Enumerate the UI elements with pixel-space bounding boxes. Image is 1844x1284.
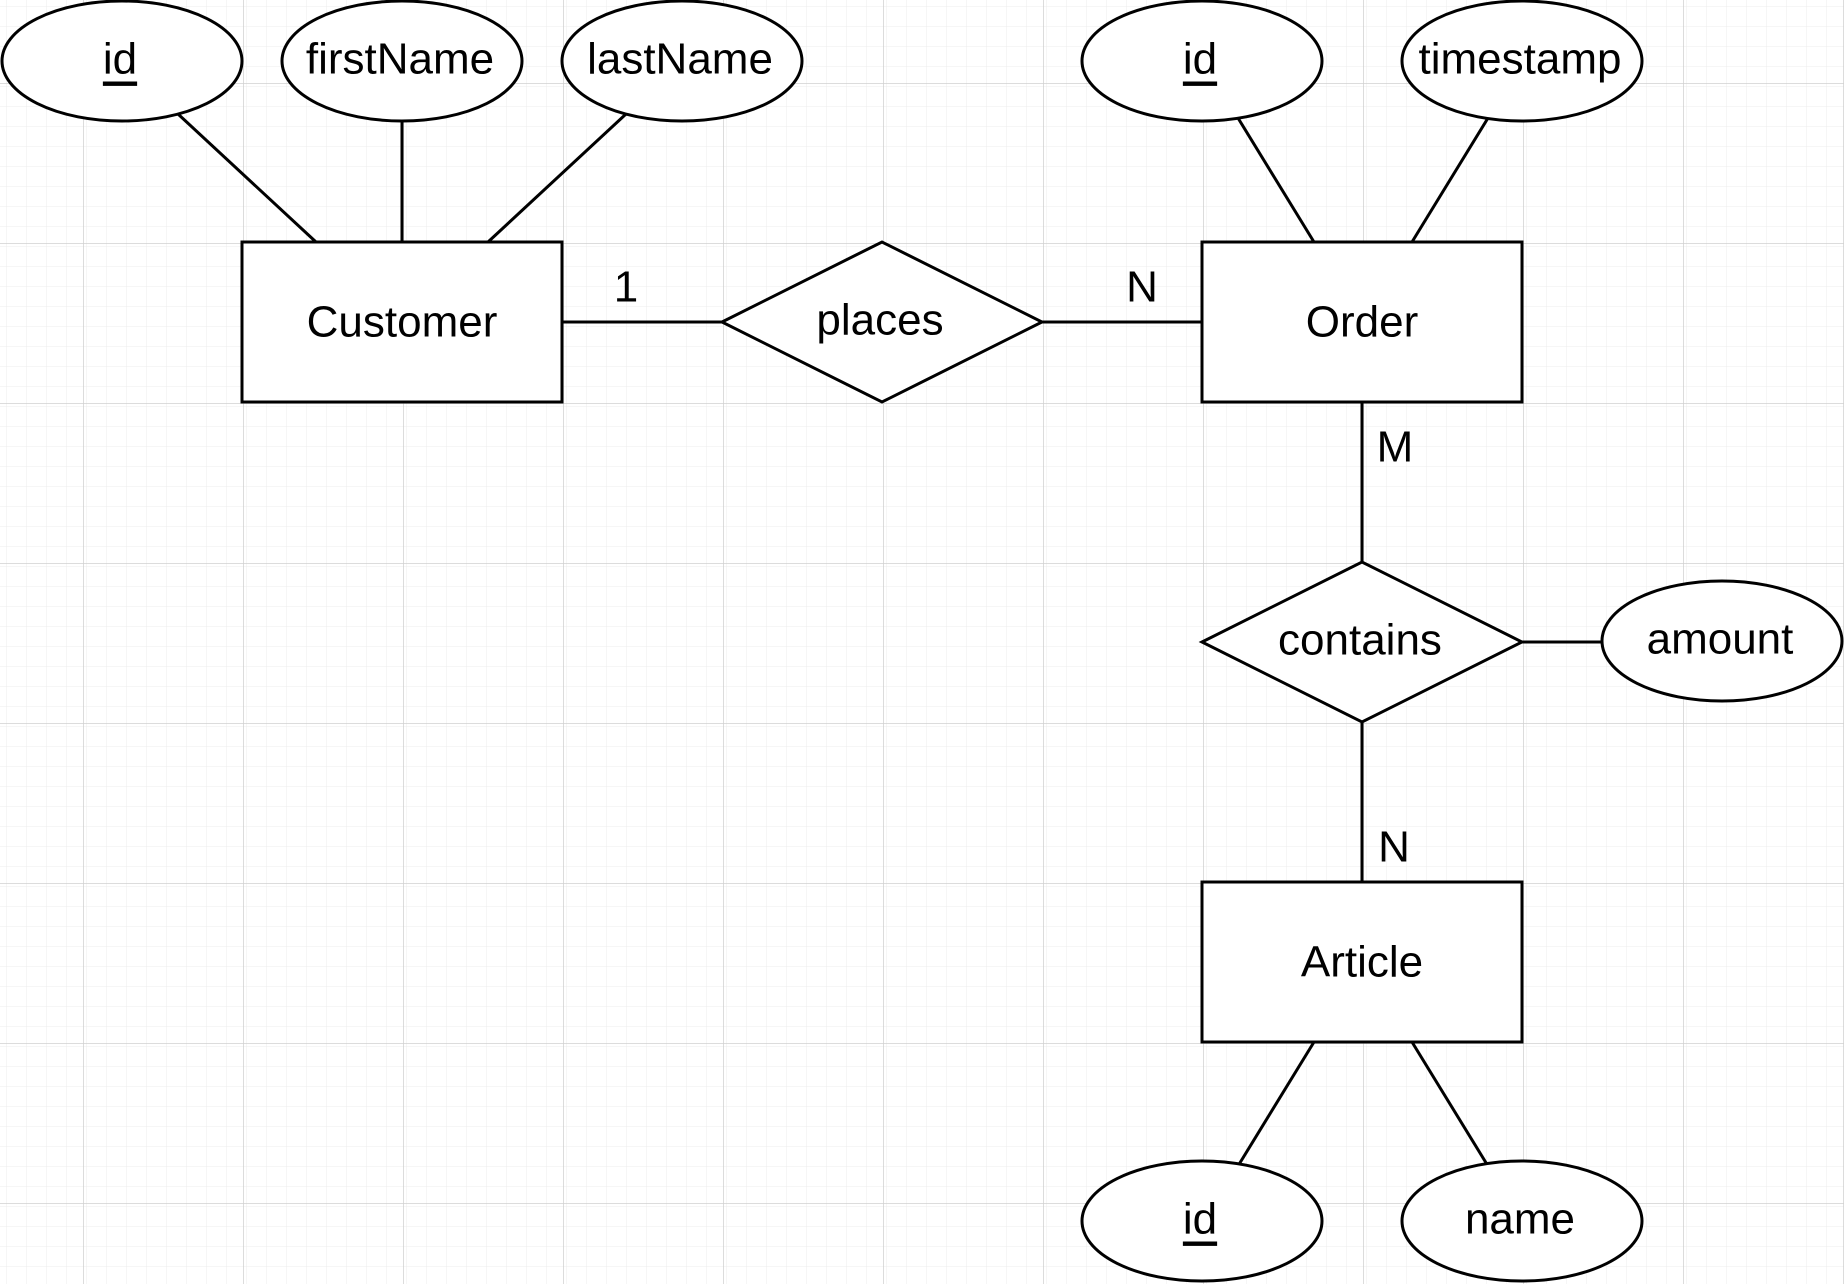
attribute-order-timestamp[interactable]: timestamp: [1400, 0, 1644, 123]
entity-order-label: Order: [1306, 298, 1418, 347]
attribute-customer-id[interactable]: id: [0, 0, 244, 123]
attribute-article-id-label: id: [1183, 1195, 1217, 1244]
connector-customer-lastname: [486, 112, 628, 244]
attribute-article-name-label: name: [1465, 1195, 1575, 1244]
attribute-contains-amount-label: amount: [1647, 615, 1794, 664]
attribute-order-id-label: id: [1183, 35, 1217, 84]
connector-article-id: [1236, 1041, 1316, 1167]
entity-article[interactable]: Article: [1200, 880, 1524, 1044]
attribute-customer-id-label: id: [103, 35, 137, 84]
entity-customer-label: Customer: [307, 298, 498, 347]
attribute-customer-firstname-label: firstName: [306, 35, 494, 84]
relationship-contains-label: contains: [1278, 616, 1442, 665]
attribute-customer-lastname-label: lastName: [587, 35, 773, 84]
relationship-places-label: places: [816, 296, 943, 345]
cardinality-customer-places: 1: [614, 263, 638, 312]
attribute-customer-firstname[interactable]: firstName: [280, 0, 524, 123]
relationship-places[interactable]: places: [718, 240, 1046, 404]
cardinality-places-order: N: [1126, 263, 1158, 312]
attribute-contains-amount[interactable]: amount: [1600, 579, 1844, 703]
attribute-article-id[interactable]: id: [1080, 1159, 1324, 1283]
connectors: [176, 112, 1602, 1167]
entity-customer[interactable]: Customer: [240, 240, 564, 404]
connector-article-name: [1410, 1041, 1490, 1167]
connector-order-timestamp: [1410, 117, 1490, 243]
relationship-contains[interactable]: contains: [1198, 560, 1526, 724]
entity-order[interactable]: Order: [1200, 240, 1524, 404]
entity-article-label: Article: [1301, 938, 1423, 987]
connector-order-id: [1236, 117, 1316, 243]
attribute-order-id[interactable]: id: [1080, 0, 1324, 123]
cardinality-order-contains: M: [1377, 423, 1414, 472]
attribute-article-name[interactable]: name: [1400, 1159, 1644, 1283]
cardinality-contains-article: N: [1378, 823, 1410, 872]
attribute-customer-lastname[interactable]: lastName: [560, 0, 804, 123]
attribute-order-timestamp-label: timestamp: [1419, 35, 1622, 84]
connector-customer-id: [176, 112, 318, 244]
